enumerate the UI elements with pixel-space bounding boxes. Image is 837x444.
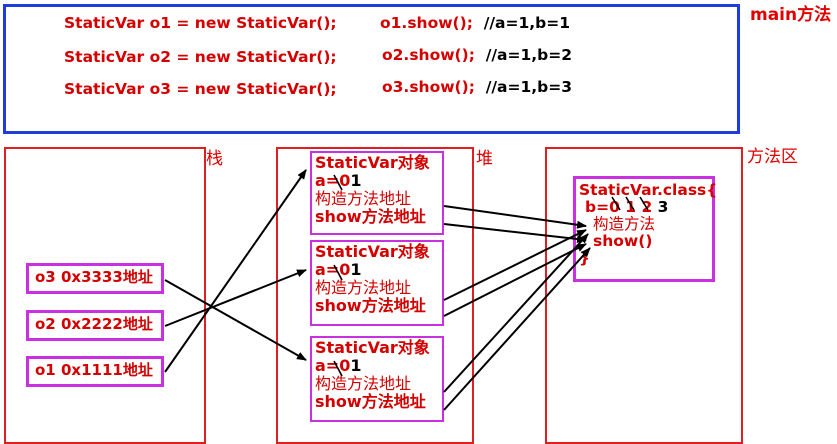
comment-o1: //a=1,b=1	[483, 14, 571, 32]
heap-region	[276, 147, 474, 444]
class-header: StaticVar.class{	[579, 181, 718, 199]
comment-o2: //a=1,b=2	[485, 46, 573, 64]
output-line-o2: o2.show(); //a=1,b=2	[382, 46, 573, 64]
call-o2-show: o2.show();	[382, 46, 475, 64]
arrow-obj3-show	[443, 247, 591, 411]
call-o1-show: o1.show();	[380, 14, 473, 32]
strike-b-2	[639, 196, 649, 211]
object-title: StaticVar对象	[315, 338, 430, 357]
arrow-o1-to-object-1	[164, 169, 307, 373]
call-o3-show: o3.show();	[382, 78, 475, 96]
heap-object-3: StaticVar对象 a=01 构造方法地址 show方法地址	[310, 336, 444, 422]
strike-a-obj3	[333, 360, 343, 377]
heap-object-2: StaticVar对象 a=01 构造方法地址 show方法地址	[310, 240, 444, 326]
old-value-struck: 0	[339, 356, 351, 375]
object-title: StaticVar对象	[315, 242, 430, 261]
object-title: StaticVar对象	[315, 153, 430, 172]
constructor-address: 构造方法地址	[315, 374, 412, 393]
heap-label: 堆	[476, 149, 493, 169]
arrow-obj3-constructor	[443, 233, 589, 393]
constructor-address: 构造方法地址	[315, 278, 412, 297]
arrow-obj2-show	[443, 243, 587, 317]
class-constructor: 构造方法	[593, 215, 656, 233]
old-b-values: 0 1 2	[609, 198, 653, 216]
comment-o3: //a=1,b=3	[485, 78, 573, 96]
class-closing-brace: }	[579, 249, 591, 267]
object-field-a: a=01	[315, 171, 362, 190]
show-address: show方法地址	[315, 392, 426, 411]
stack-ref-o3: o3 0x3333地址	[26, 263, 164, 294]
arrow-o3-to-object-3	[164, 279, 307, 361]
new-value: 1	[350, 356, 362, 375]
current-b-value: 3	[657, 198, 669, 216]
code-line-o3: StaticVar o3 = new StaticVar();	[64, 80, 337, 98]
object-field-a: a=01	[315, 356, 362, 375]
method-area-label: 方法区	[747, 147, 798, 167]
old-value-struck: 0	[339, 260, 351, 279]
strike-a-obj1	[333, 174, 343, 191]
main-method-box	[3, 4, 740, 134]
strike-a-obj2	[333, 264, 343, 281]
heap-object-1: StaticVar对象 a=01 构造方法地址 show方法地址	[310, 151, 444, 235]
output-line-o1: o1.show(); //a=1,b=1	[380, 14, 571, 32]
static-field-b: b=0 1 2 3	[585, 198, 669, 216]
code-line-o1: StaticVar o1 = new StaticVar();	[64, 14, 337, 32]
stack-ref-o2: o2 0x2222地址	[26, 310, 164, 341]
constructor-address: 构造方法地址	[315, 189, 412, 208]
class-show-method: show()	[593, 232, 653, 250]
new-value: 1	[350, 171, 362, 190]
arrow-o2-to-object-2	[164, 269, 307, 327]
new-value: 1	[350, 260, 362, 279]
object-field-a: a=01	[315, 260, 362, 279]
show-address: show方法地址	[315, 296, 426, 315]
show-address: show方法地址	[315, 207, 426, 226]
arrow-obj1-show	[443, 223, 587, 243]
static-var-class-box: StaticVar.class{ b=0 1 2 3 构造方法 show() }	[573, 176, 718, 282]
strike-b-1	[625, 196, 635, 211]
arrow-obj2-constructor	[443, 229, 587, 301]
code-line-o2: StaticVar o2 = new StaticVar();	[64, 48, 337, 66]
strike-b-0	[611, 196, 621, 211]
stack-label: 栈	[206, 149, 223, 169]
stack-region	[4, 147, 206, 444]
old-value-struck: 0	[339, 171, 351, 190]
main-method-label: main方法	[750, 5, 832, 25]
stack-ref-o1: o1 0x1111地址	[26, 356, 164, 387]
output-line-o3: o3.show(); //a=1,b=3	[382, 78, 573, 96]
arrow-obj1-constructor	[443, 205, 587, 229]
